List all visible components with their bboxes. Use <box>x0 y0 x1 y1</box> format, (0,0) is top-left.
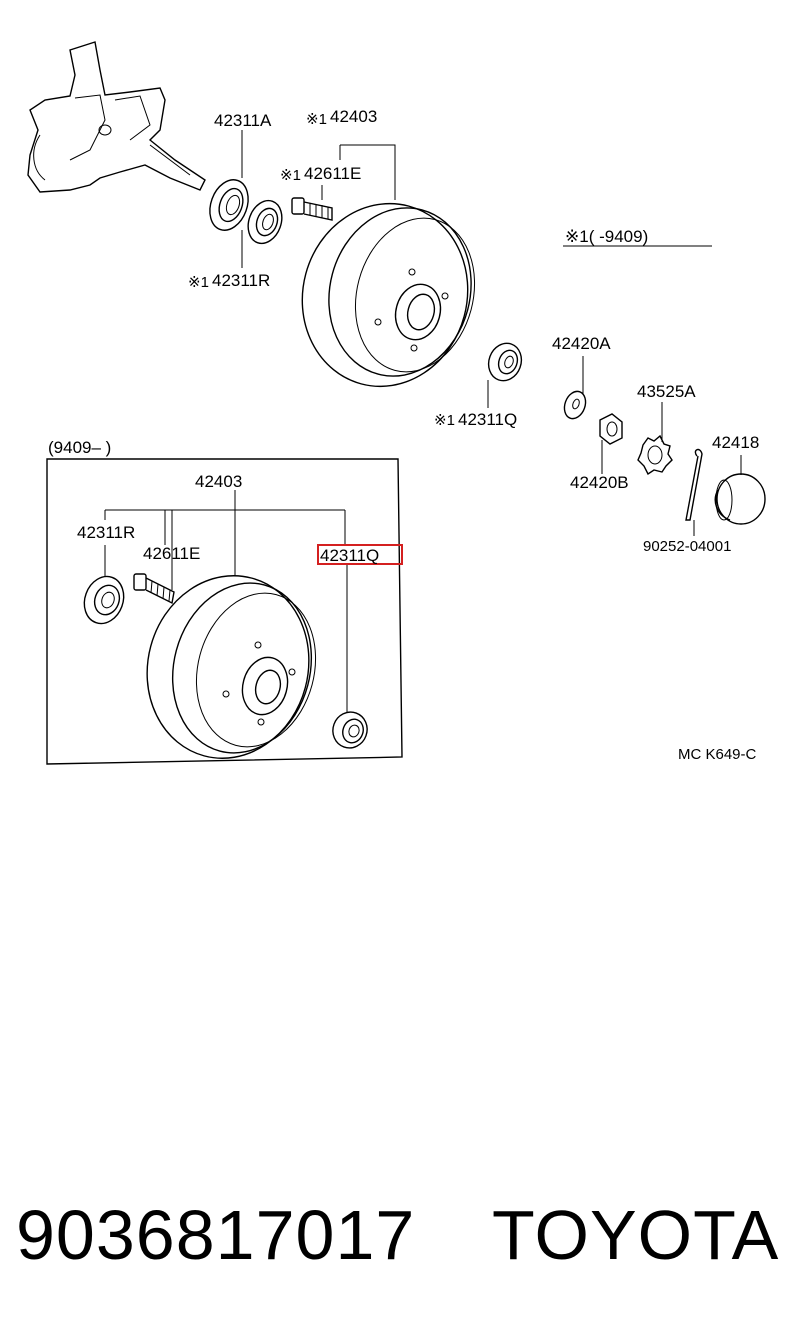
nut-42420B-drawing <box>599 413 623 445</box>
steering-knuckle-drawing <box>27 41 206 193</box>
label-42403-box: 42403 <box>195 472 242 491</box>
mark-42311R: ※1 <box>188 274 209 291</box>
label-42418: 42418 <box>712 433 759 452</box>
bearing-42311Q-box-drawing <box>332 711 368 749</box>
footer: 9036817017 TOYOTA <box>0 1190 792 1290</box>
brand-name: TOYOTA <box>492 1196 780 1274</box>
label-90252-04001: 90252-04001 <box>643 538 731 555</box>
bearing-42311R-box-drawing <box>83 575 125 625</box>
hub-bolt-42611E-top-drawing <box>291 197 333 221</box>
label-42611E-box: 42611E <box>143 544 200 563</box>
label-42420B: 42420B <box>570 473 629 492</box>
range-note-top: ※1( -9409) <box>565 227 648 246</box>
label-42420A: 42420A <box>552 334 611 353</box>
highlight-box-42311Q <box>317 544 403 565</box>
label-43525A: 43525A <box>637 382 696 401</box>
label-42311A: 42311A <box>214 111 272 130</box>
label-42311R-box: 42311R <box>77 523 135 542</box>
grease-cap-42418-drawing <box>714 473 766 525</box>
label-42611E-top: 42611E <box>304 164 361 183</box>
brake-drum-box-drawing <box>146 575 317 759</box>
nut-lock-43525A-drawing <box>637 434 673 476</box>
bearing-42311A-drawing <box>209 179 249 231</box>
brake-drum-top-drawing <box>301 202 476 388</box>
parts-diagram: 42311A ※1 42403 ※1 42611E ※1 42311R ※1 4… <box>27 41 766 765</box>
bearing-42311Q-top-drawing <box>487 342 523 382</box>
bearing-42311R-top-drawing <box>247 199 283 245</box>
washer-42420A-drawing <box>563 390 587 420</box>
reference-code: MC K649-C <box>678 746 757 763</box>
mark-42311Q: ※1 <box>434 412 455 429</box>
mark-42403: ※1 <box>306 111 327 128</box>
leader-lines-top <box>241 130 742 536</box>
label-42311Q-box-highlighted[interactable]: 42311Q <box>320 546 379 565</box>
assembly-box <box>46 458 403 765</box>
hub-bolt-42611E-box-drawing <box>133 573 175 605</box>
leader-lines-box <box>104 490 348 712</box>
range-note-box: (9409– ) <box>48 438 111 457</box>
label-42311Q-top: 42311Q <box>458 410 517 429</box>
label-42403-top: 42403 <box>330 107 377 126</box>
cotter-pin-90252-drawing <box>685 448 703 521</box>
mark-42611E: ※1 <box>280 167 301 184</box>
part-number: 9036817017 <box>16 1196 416 1274</box>
label-42311R-top: 42311R <box>212 271 270 290</box>
